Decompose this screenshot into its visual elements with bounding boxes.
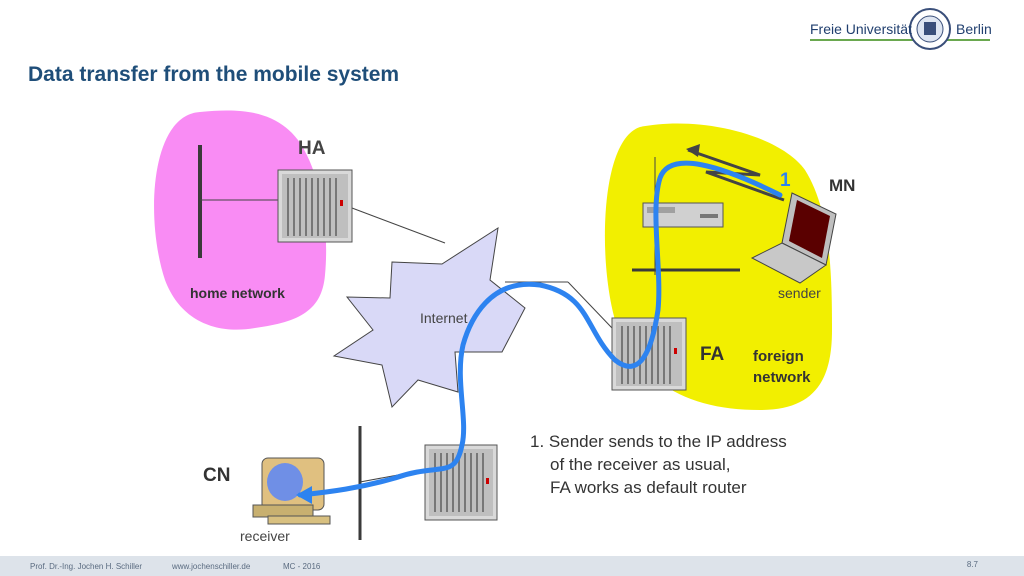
footer-course: MC - 2016 bbox=[283, 562, 321, 571]
page-number: 8.7 bbox=[966, 560, 978, 569]
caption-line-3: FA works as default router bbox=[550, 478, 747, 497]
internet-label: Internet bbox=[420, 310, 468, 326]
caption-line-1: 1. Sender sends to the IP address bbox=[530, 432, 787, 451]
home-network-area bbox=[154, 110, 327, 330]
logo-text-right: Berlin bbox=[956, 21, 992, 37]
step-caption: 1. Sender sends to the IP address of the… bbox=[530, 430, 787, 499]
data-path-arrowhead bbox=[296, 486, 312, 504]
foreign-network-label-line2: network bbox=[753, 369, 811, 386]
logo-graphic bbox=[810, 8, 990, 50]
home-network-label: home network bbox=[190, 285, 285, 301]
step-number-label: 1 bbox=[780, 170, 791, 191]
laptop-icon bbox=[750, 192, 837, 284]
internet-cloud bbox=[332, 226, 526, 409]
footer-bar: Prof. Dr.-Ing. Jochen H. Schiller www.jo… bbox=[0, 556, 1024, 576]
foreign-agent-router-icon bbox=[611, 317, 687, 391]
link-ha-internet bbox=[351, 207, 446, 244]
wireless-arrow-head bbox=[686, 144, 700, 157]
cn-label: CN bbox=[203, 465, 231, 486]
footer-author: Prof. Dr.-Ing. Jochen H. Schiller bbox=[30, 562, 143, 571]
link-internet-fa-2 bbox=[567, 281, 613, 329]
receiver-router-icon bbox=[424, 444, 498, 521]
receiver-label: receiver bbox=[240, 528, 290, 544]
university-logo: Freie Universität Berlin bbox=[810, 4, 992, 50]
home-agent-router-icon bbox=[277, 169, 353, 243]
ha-label: HA bbox=[298, 138, 326, 159]
receiver-computer-icon bbox=[252, 457, 331, 525]
footer-website: www.jochenschiller.de bbox=[172, 562, 251, 571]
slide-title: Data transfer from the mobile system bbox=[28, 63, 400, 86]
caption-line-2: of the receiver as usual, bbox=[550, 455, 731, 474]
fa-label: FA bbox=[700, 344, 725, 365]
mn-label: MN bbox=[829, 176, 856, 195]
data-path bbox=[297, 160, 783, 498]
logo-text-left: Freie Universität bbox=[810, 21, 912, 37]
foreign-network-label-line1: foreign bbox=[753, 348, 804, 365]
sender-label: sender bbox=[778, 285, 821, 301]
